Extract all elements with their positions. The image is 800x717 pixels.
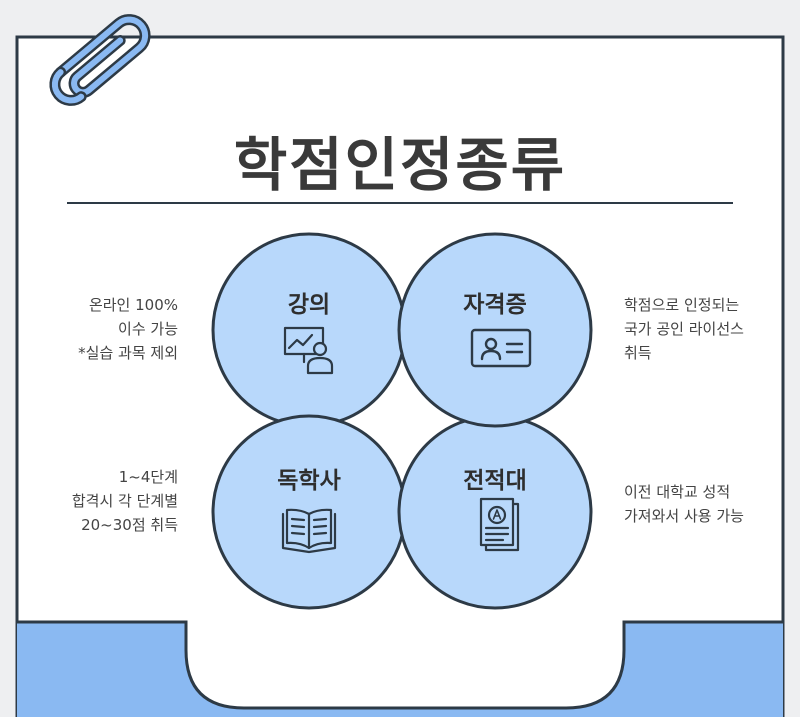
open-book-icon bbox=[281, 508, 337, 554]
item-label-lecture: 강의 bbox=[287, 292, 331, 318]
description-self-study: 1~4단계 합격시 각 단계별 20~30점 취득 bbox=[72, 465, 178, 537]
description-certificate: 학점으로 인정되는 국가 공인 라이선스 취득 bbox=[624, 293, 744, 365]
description-line: 이전 대학교 성적 bbox=[624, 483, 731, 501]
bottom-band bbox=[17, 622, 783, 717]
description-line: 취득 bbox=[624, 344, 652, 362]
description-line: 학점으로 인정되는 bbox=[624, 296, 740, 314]
description-line: 이수 가능 bbox=[118, 320, 178, 338]
item-label-transfer: 전적대 bbox=[463, 468, 527, 494]
description-line: 국가 공인 라이선스 bbox=[624, 320, 744, 338]
description-line: *실습 과목 제외 bbox=[78, 344, 178, 362]
item-label-certificate: 자격증 bbox=[463, 292, 527, 318]
presentation-icon bbox=[283, 326, 334, 375]
page-title: 학점인정종류 bbox=[233, 131, 567, 199]
description-line: 1~4단계 bbox=[118, 468, 178, 486]
item-label-self-study: 독학사 bbox=[277, 468, 341, 494]
paperclip-icon bbox=[49, 14, 151, 106]
circle-self-study bbox=[211, 414, 407, 610]
bottom-band-outline bbox=[17, 620, 783, 710]
description-line: 20~30점 취득 bbox=[81, 516, 178, 534]
description-line: 합격시 각 단계별 bbox=[71, 492, 178, 510]
id-card-icon bbox=[470, 328, 532, 368]
circle-lecture bbox=[211, 232, 407, 428]
card-frame bbox=[15, 35, 785, 717]
graded-document-icon bbox=[479, 497, 520, 552]
description-transfer: 이전 대학교 성적 가져와서 사용 가능 bbox=[624, 480, 744, 528]
description-line: 온라인 100% bbox=[88, 296, 178, 314]
description-line: 가져와서 사용 가능 bbox=[624, 507, 744, 525]
description-lecture: 온라인 100% 이수 가능 *실습 과목 제외 bbox=[78, 293, 178, 365]
